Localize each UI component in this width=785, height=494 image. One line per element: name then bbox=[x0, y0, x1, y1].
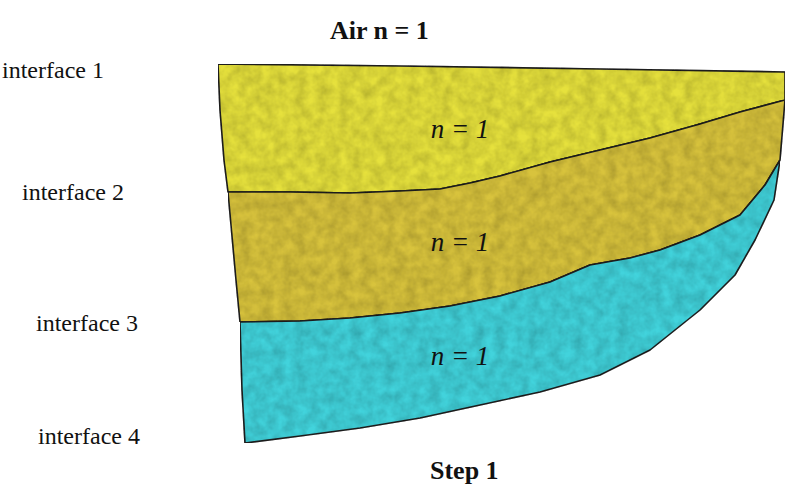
interface-label: interface 1 bbox=[2, 58, 104, 82]
interface-label: interface 3 bbox=[36, 311, 138, 335]
refractive-index: n = 1 bbox=[431, 229, 490, 256]
medium-label: Air n = 1 bbox=[330, 18, 429, 44]
band-outline bbox=[240, 160, 780, 443]
step-caption: Step 1 bbox=[430, 458, 499, 484]
refractive-index: n = 1 bbox=[431, 116, 490, 143]
layer-band: n = 1 bbox=[240, 160, 780, 443]
interface-label: interface 2 bbox=[22, 180, 124, 204]
band-shape bbox=[240, 160, 780, 443]
refractive-index: n = 1 bbox=[431, 343, 490, 370]
interface-label: interface 4 bbox=[38, 424, 140, 448]
